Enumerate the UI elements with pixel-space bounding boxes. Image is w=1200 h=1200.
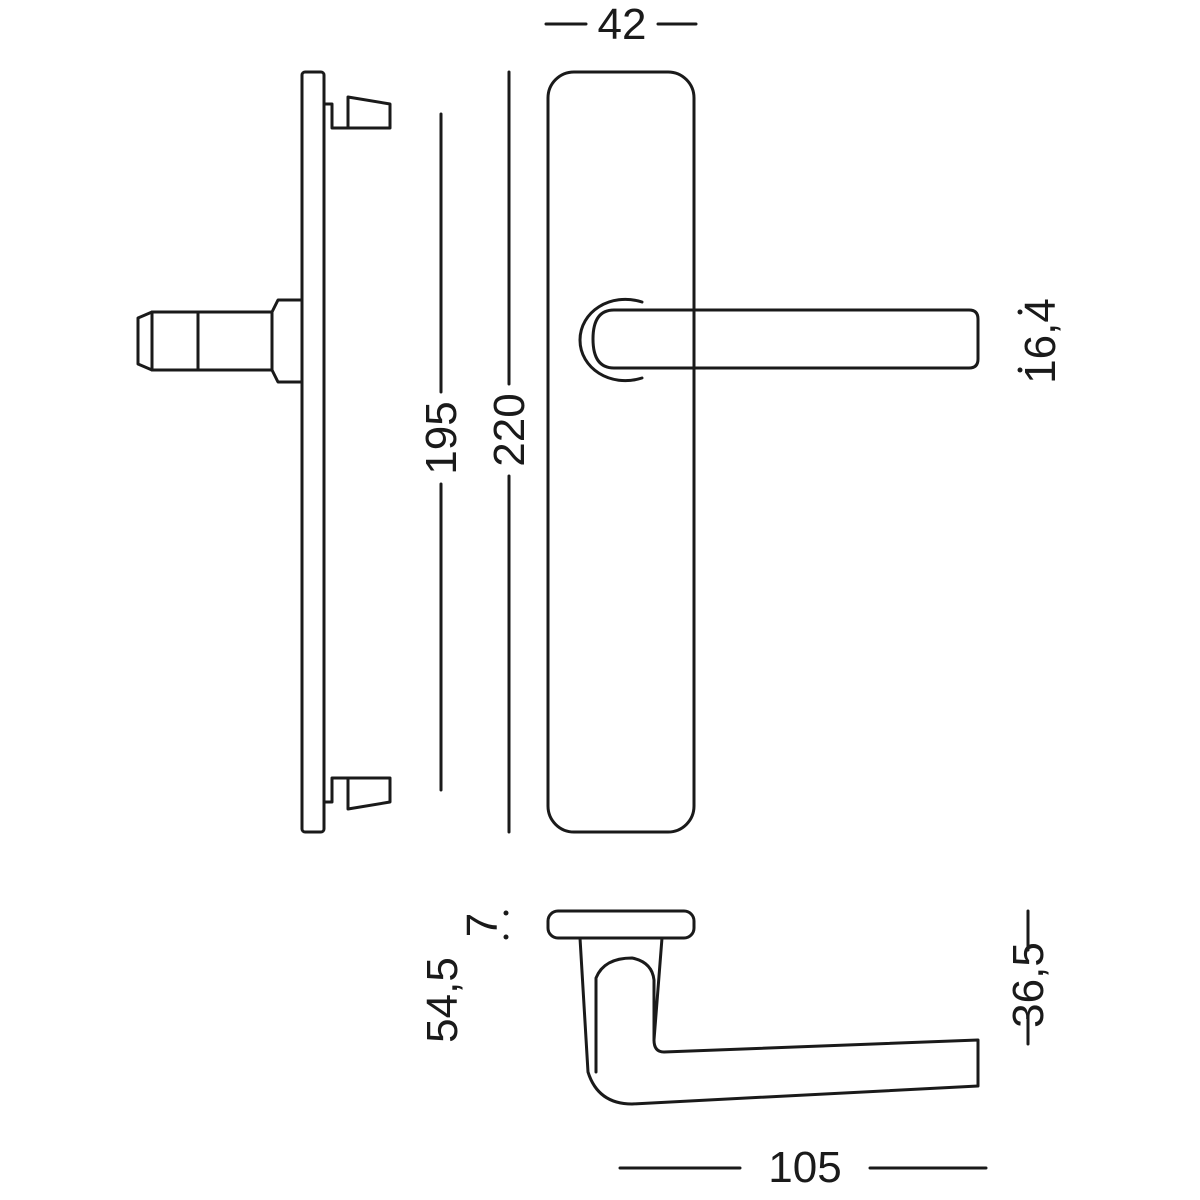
dimension-label: 195 — [417, 401, 466, 474]
dimension-label: 7 — [458, 913, 507, 937]
front-backplate — [546, 70, 696, 834]
spindle-collar — [270, 298, 304, 384]
bottom-fixing-stud — [322, 776, 392, 811]
lever-handle-front — [591, 308, 980, 370]
dimension-label: 16,4 — [1016, 298, 1065, 384]
spindle — [136, 310, 274, 372]
dimension-42: 42 — [544, 0, 698, 49]
top-view — [546, 909, 980, 1106]
lever-handle-inner — [594, 956, 656, 1074]
top-fixing-stud — [322, 95, 392, 130]
dimension-label: 105 — [768, 1143, 841, 1192]
dimension-220: 220 — [485, 70, 534, 834]
lever-handle-top — [578, 936, 980, 1106]
front-view — [546, 70, 980, 834]
dimension-label: 54,5 — [418, 957, 467, 1043]
dimension-195: 195 — [417, 112, 466, 792]
dimension-label: 42 — [598, 0, 647, 49]
dimension-7: 7 — [458, 910, 509, 940]
rose-plate — [546, 909, 696, 940]
side-backplate — [300, 70, 326, 834]
dimension-label: 36,5 — [1004, 942, 1053, 1028]
dimension-36-5: 36,5 — [1004, 909, 1053, 1046]
dimension-105: 105 — [618, 1143, 988, 1192]
dimension-label: 220 — [485, 393, 534, 466]
dimension-16-4: 16,4 — [1016, 298, 1065, 384]
side-view — [136, 70, 392, 834]
dimension-54-5: 54,5 — [418, 957, 467, 1043]
rose — [578, 297, 644, 383]
